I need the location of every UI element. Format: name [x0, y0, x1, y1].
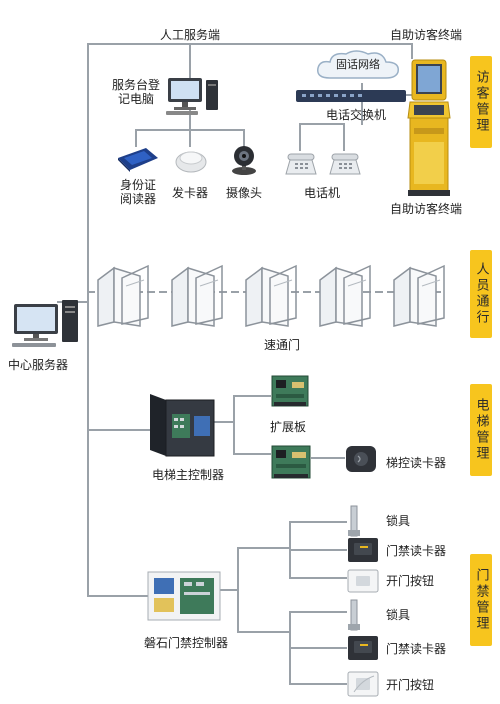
manual-service-label: 人工服务端 [159, 28, 221, 42]
access-controller-icon [147, 571, 221, 621]
lock-label: 锁具 [386, 608, 411, 622]
access-card-reader-icon [348, 636, 378, 660]
tab-personnel-label: 人员通行 [473, 262, 489, 326]
id-reader-label: 身份证阅读器 [119, 178, 156, 206]
speed-gate-icon [171, 265, 223, 327]
extension-board-icon [271, 375, 309, 407]
elevator-controller-label: 电梯主控制器 [151, 468, 225, 482]
camera-icon [232, 146, 256, 175]
lock-label: 锁具 [386, 514, 411, 528]
access-card-reader-label: 门禁读卡器 [386, 544, 447, 558]
speed-gate-icon [393, 265, 445, 327]
tab-access-control: 门禁管理 [470, 554, 492, 646]
extension-board-label: 扩展板 [270, 420, 307, 434]
card-dispenser-label: 发卡器 [171, 186, 209, 200]
cloud-icon [317, 50, 399, 79]
cloud-network-label: 固话网络 [336, 58, 380, 71]
speed-gate-row [97, 265, 445, 327]
lock-icon [348, 505, 360, 537]
exit-button-label: 开门按钮 [386, 574, 435, 588]
speed-gate-icon [319, 265, 371, 327]
exit-button-icon [347, 671, 379, 697]
elevator-controller-icon [150, 394, 215, 457]
speed-gate-label: 速通门 [263, 338, 301, 352]
phone-switch-icon [296, 90, 406, 102]
lock-icon [348, 599, 360, 631]
front-desk-pc-label: 服务台登记电脑 [111, 78, 160, 106]
phone-switch-label: 电话交换机 [326, 108, 387, 122]
access-card-reader-label: 门禁读卡器 [386, 642, 447, 656]
id-reader-icon [118, 148, 158, 172]
speed-gate-icon [245, 265, 297, 327]
card-dispenser-icon [175, 151, 207, 173]
tab-personnel-access: 人员通行 [470, 250, 492, 338]
elevator-card-reader-label: 梯控读卡器 [386, 456, 447, 470]
telephone-label: 电话机 [303, 186, 341, 200]
self-service-top-label: 自助访客终端 [389, 28, 463, 42]
camera-label: 摄像头 [225, 186, 263, 200]
exit-button-label: 开门按钮 [386, 678, 435, 692]
self-service-kiosk-icon [407, 59, 451, 196]
elevator-card-reader-icon [346, 446, 376, 472]
front-desk-pc-icon [166, 78, 218, 115]
exit-button-icon [347, 569, 379, 593]
self-service-bottom-label: 自助访客终端 [389, 202, 463, 216]
cloud-network: 固话网络 [314, 48, 402, 82]
access-card-reader-icon [348, 538, 378, 562]
tab-visitor-label: 访客管理 [473, 70, 489, 134]
tab-elevator-management: 电梯管理 [470, 384, 492, 476]
central-server-icon [12, 300, 78, 347]
tab-elevator-label: 电梯管理 [473, 398, 489, 462]
central-server-label: 中心服务器 [8, 358, 69, 372]
telephone-icon [285, 153, 317, 175]
speed-gate-icon [97, 265, 149, 327]
tab-visitor-management: 访客管理 [470, 56, 492, 148]
telephone-icon [329, 153, 361, 175]
access-controller-label: 磐石门禁控制器 [143, 636, 229, 650]
extension-board-icon [271, 445, 311, 479]
tab-access-label: 门禁管理 [473, 568, 489, 632]
